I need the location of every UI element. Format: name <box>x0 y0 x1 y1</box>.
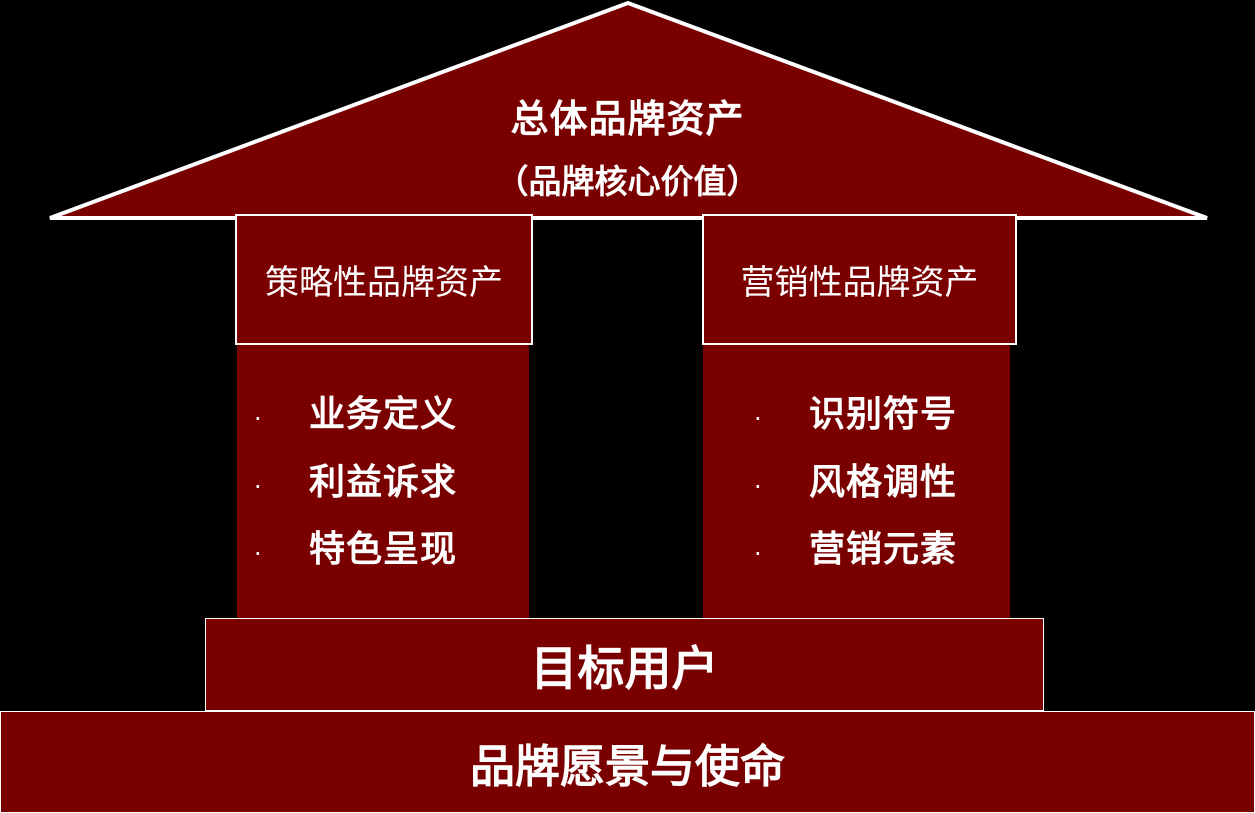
list-item: · 特色呈现 <box>237 532 529 584</box>
bullet-icon: · <box>254 473 262 501</box>
right-item-label: 营销元素 <box>809 529 958 570</box>
target-users-step: 目标用户 <box>205 618 1044 711</box>
right-item-label: 风格调性 <box>809 462 958 503</box>
left-item-label: 特色呈现 <box>309 529 458 570</box>
list-item: · 利益诉求 <box>237 465 529 517</box>
bullet-icon: · <box>754 405 762 433</box>
bullet-icon: · <box>754 540 762 568</box>
roof-triangle <box>49 0 1208 220</box>
roof-subtitle: （品牌核心价值） <box>495 162 760 201</box>
right-pillar-body: · 识别符号 · 风格调性 · 营销元素 <box>703 342 1010 620</box>
left-pillar-body: · 业务定义 · 利益诉求 · 特色呈现 <box>237 342 529 620</box>
list-item: · 营销元素 <box>703 532 1010 584</box>
right-pillar-header: 营销性品牌资产 <box>702 214 1017 345</box>
list-item: · 风格调性 <box>703 465 1010 517</box>
right-item-label: 识别符号 <box>809 394 958 435</box>
list-item: · 识别符号 <box>703 397 1010 449</box>
bullet-icon: · <box>254 540 262 568</box>
left-item-label: 利益诉求 <box>309 462 458 503</box>
vision-mission-foundation: 品牌愿景与使命 <box>0 711 1255 813</box>
left-item-label: 业务定义 <box>309 394 458 435</box>
bullet-icon: · <box>754 473 762 501</box>
left-pillar-header: 策略性品牌资产 <box>235 214 533 345</box>
list-item: · 业务定义 <box>237 397 529 449</box>
bullet-icon: · <box>254 405 262 433</box>
roof <box>49 0 1208 220</box>
roof-title: 总体品牌资产 <box>510 97 745 141</box>
